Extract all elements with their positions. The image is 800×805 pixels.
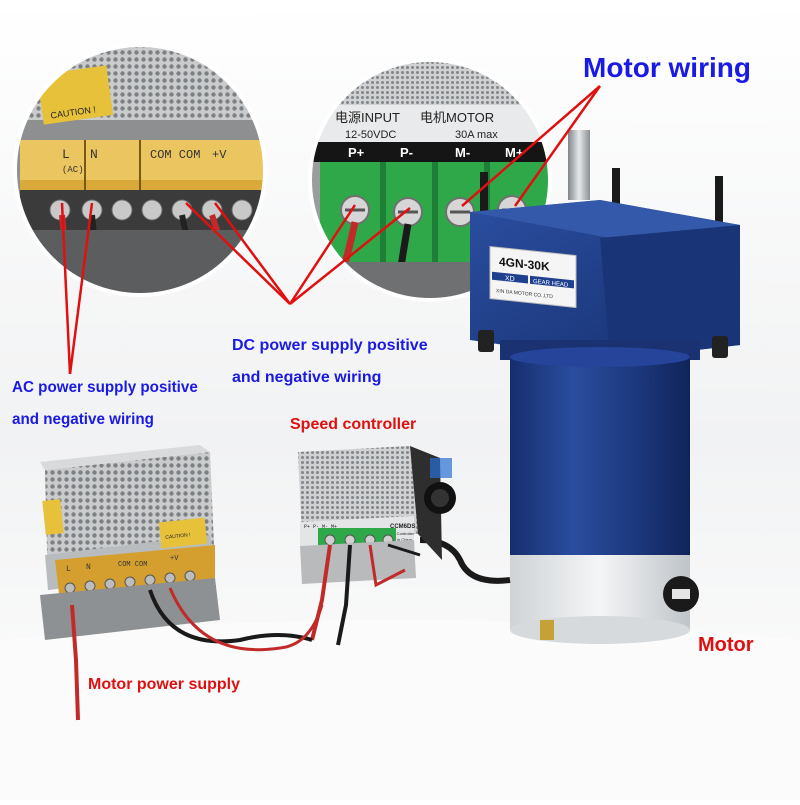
- motor-label: Motor: [698, 634, 754, 656]
- input-header: 电源INPUT: [335, 110, 400, 125]
- motor-brand: XD: [505, 275, 515, 283]
- motor-wiring-label: Motor wiring: [583, 52, 751, 83]
- terminal-ac-label: (AC): [62, 165, 84, 175]
- power-supply-unit: CAUTION ! L N COM COM +V: [40, 445, 220, 640]
- table-surface: [0, 620, 800, 800]
- terminal-v-label: +V: [212, 148, 227, 162]
- motor-power-supply-label: Motor power supply: [88, 676, 240, 693]
- controller-caption: Speed Controller: [384, 531, 415, 536]
- speed-controller-unit: CCM6DS Speed Controller Made in China P+…: [298, 446, 456, 646]
- terminal-m-minus-label: M-: [455, 145, 470, 160]
- ac-wiring-line-2: and negative wiring: [12, 411, 154, 428]
- dc-red-wire: [168, 587, 324, 652]
- terminal-l-label: L: [62, 147, 70, 162]
- ps-caution-text: CAUTION !: [165, 532, 191, 541]
- controller-made-in: Made in China: [386, 537, 413, 542]
- ps-terminal-v: +V: [170, 555, 179, 563]
- speed-controller-label: Speed controller: [290, 416, 417, 433]
- dc-wiring-line-2: and negative wiring: [232, 369, 382, 386]
- controller-model: CCM6DS: [390, 524, 415, 530]
- motor-model: 4GN-30K: [499, 254, 550, 273]
- controller-mesh: [298, 446, 418, 540]
- ps-terminal-n: N: [86, 563, 91, 572]
- ac-wiring-label: AC power supply positive and negative wi…: [12, 372, 198, 436]
- dc-black-wire: [148, 589, 313, 644]
- terminal-com-label: COM COM: [150, 148, 200, 162]
- gear-head-text: GEAR HEAD: [533, 279, 569, 289]
- motor-body: [510, 355, 690, 555]
- current-rating: 30A max: [455, 129, 498, 141]
- gear-motor: 4GN-30K XD GEAR HEAD XIN DA MOTOR CO.,LT…: [419, 130, 740, 644]
- motor-header: 电机MOTOR: [420, 110, 494, 125]
- ac-wiring-line-1: AC power supply positive: [12, 379, 198, 396]
- right-inset-ring: [308, 58, 552, 302]
- dc-wiring-line-1: DC power supply positive: [232, 337, 428, 354]
- terminal-n-label: N: [90, 147, 98, 162]
- terminal-p-plus-label: P+: [348, 145, 365, 160]
- ps-terminal-l: L: [66, 565, 71, 574]
- ac-red-wire: [70, 604, 80, 721]
- motor-shaft: [568, 130, 590, 200]
- terminal-p-minus-label: P-: [400, 145, 413, 160]
- ps-terminal-com: COM COM: [118, 561, 147, 569]
- terminal-m-plus-label: M+: [505, 145, 524, 160]
- controller-terminals: P+ P- M- M+: [304, 524, 337, 530]
- dc-wiring-label: DC power supply positive and negative wi…: [232, 330, 428, 394]
- callout-lines: [60, 85, 602, 375]
- left-inset-ring: [13, 43, 267, 297]
- voltage-rating: 12-50VDC: [345, 129, 396, 141]
